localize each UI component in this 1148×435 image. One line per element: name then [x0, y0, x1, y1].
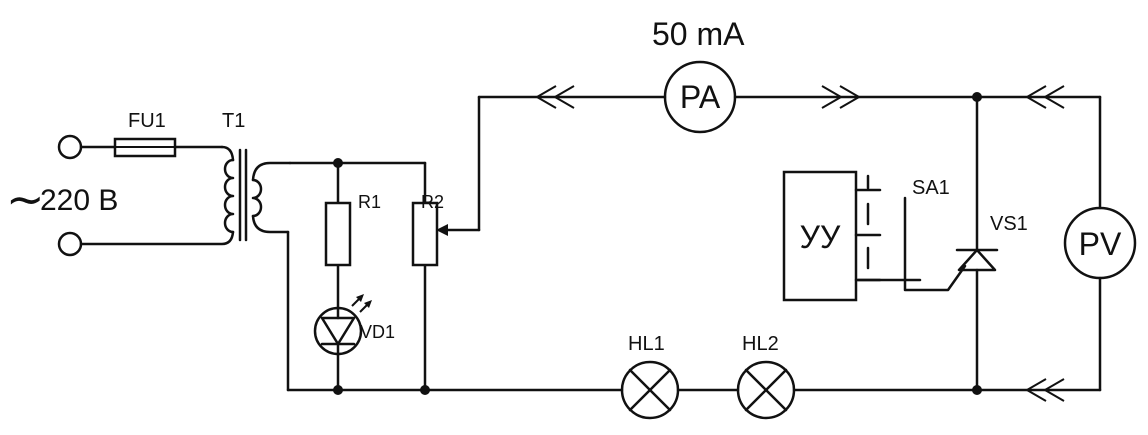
fuse-fu1-label: FU1 — [128, 110, 166, 132]
bottom-line — [676, 378, 1102, 402]
potentiometer-r2-label: R2 — [421, 192, 444, 212]
control-unit-yy-label: УУ — [800, 219, 841, 255]
fuse-fu1 — [79, 137, 224, 158]
voltmeter-pv-label: PV — [1079, 226, 1122, 262]
lamp-hl1-label: HL1 — [628, 333, 665, 355]
current-value-label: 50 mA — [652, 16, 745, 52]
thyristor-vs1 — [903, 95, 999, 392]
led-vd1 — [313, 294, 372, 357]
voltmeter-pv — [1063, 206, 1137, 280]
ammeter-pa — [663, 60, 737, 134]
resistor-r1-label: R1 — [358, 192, 381, 212]
potentiometer-r2 — [411, 201, 448, 267]
ammeter-pa-label: PA — [680, 79, 721, 115]
control-unit-yy — [782, 170, 882, 302]
resistor-r1 — [324, 201, 352, 267]
lamp-hl1 — [620, 360, 680, 420]
secondary-wiring — [286, 95, 667, 395]
transformer-t1-label: T1 — [222, 110, 245, 132]
transformer-t1 — [79, 145, 292, 246]
supply-voltage-label: 220 B — [40, 184, 118, 217]
tilde-icon: ∼ — [6, 173, 45, 225]
lamp-hl2 — [736, 360, 796, 420]
led-vd1-label: VD1 — [360, 322, 395, 342]
lamp-hl2-label: HL2 — [742, 333, 779, 355]
thyristor-vs1-label: VS1 — [990, 213, 1028, 235]
switch-sa1-label: SA1 — [912, 177, 950, 199]
